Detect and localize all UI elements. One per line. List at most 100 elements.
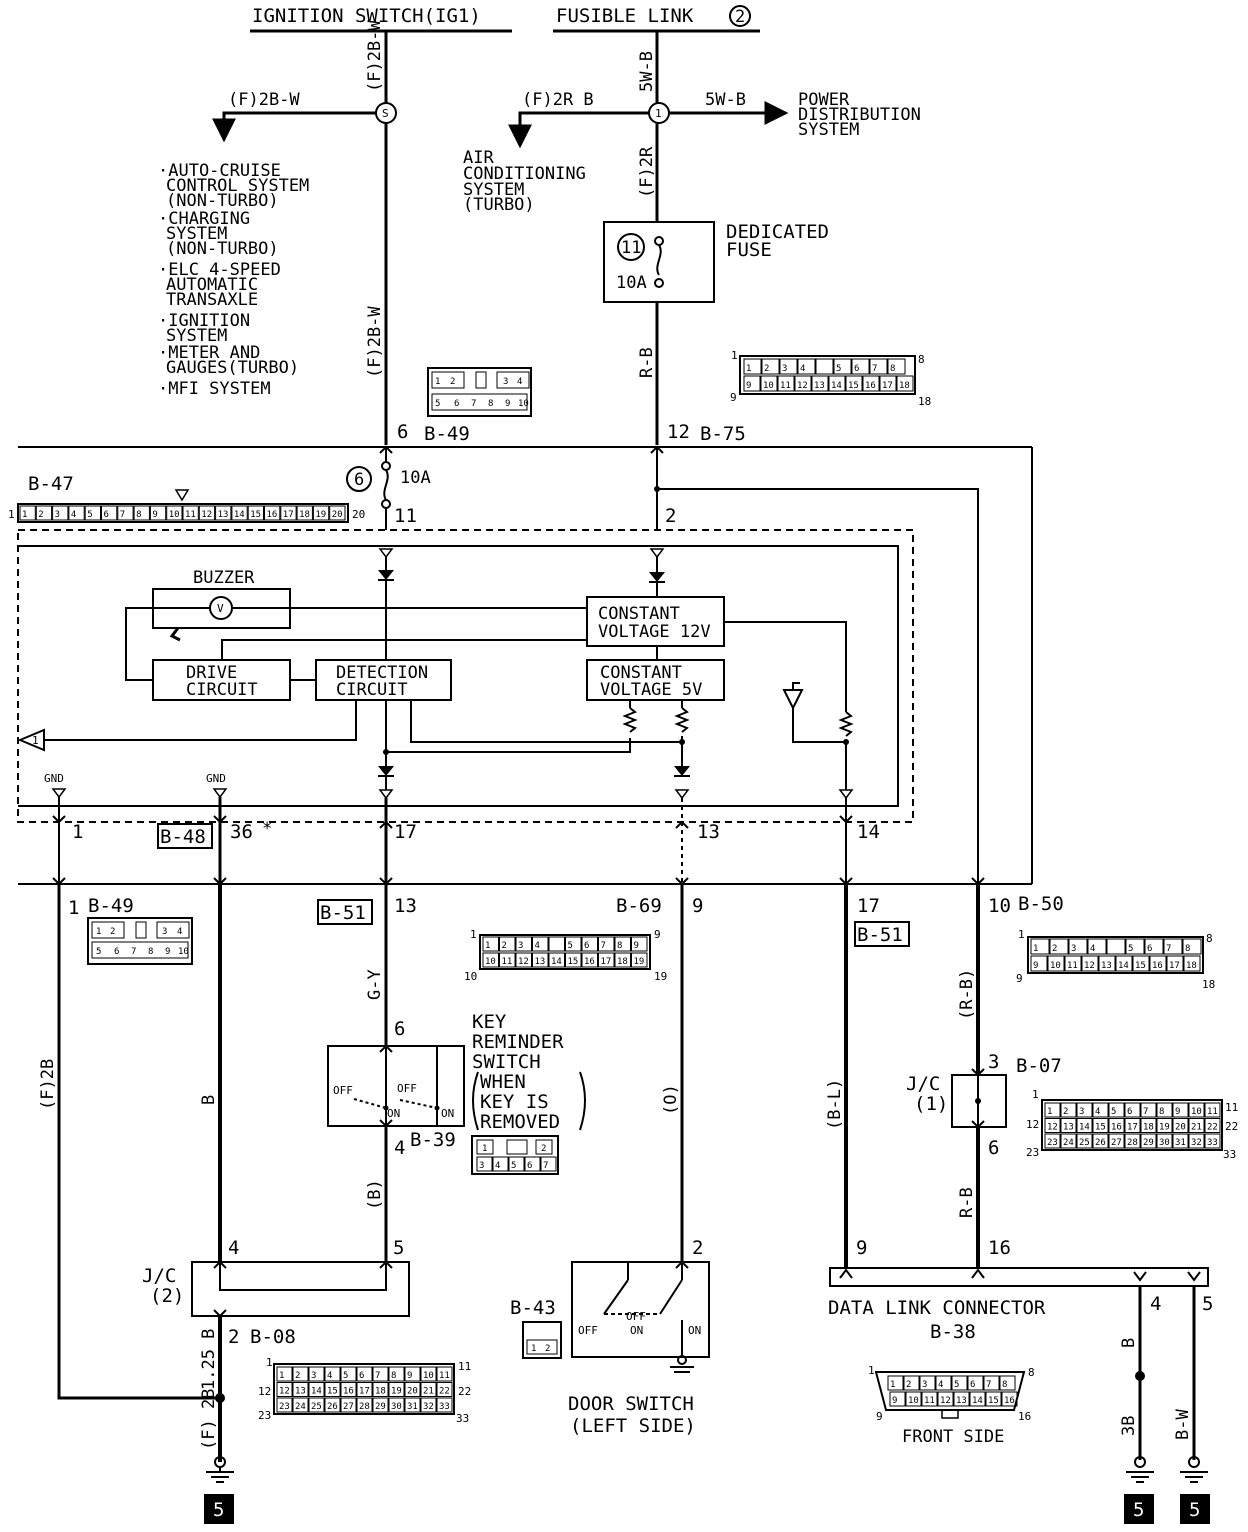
pin: 28 [359,1402,370,1412]
pin-cell [1125,938,1145,955]
pin-label: 1 [68,897,79,919]
pin-cell [264,505,281,521]
connector-crossing-mark [971,1068,985,1077]
pin-cell [52,505,69,521]
wire-label-fl-power: 5W-B [705,90,746,110]
pin: 6 [854,364,859,374]
key-label: SWITCH [472,1051,541,1073]
power-distribution-label: POWER DISTRIBUTION SYSTEM [798,90,921,140]
switch-off-label: OFF [333,1084,353,1097]
pin: 12 [1047,1123,1058,1133]
pin-cell [231,505,248,521]
pin-cell [999,1375,1016,1391]
connector-crossing-mark [213,815,227,824]
ac-line: AIR [463,148,494,168]
power-dist-line: SYSTEM [798,120,859,140]
pin: 14 [1118,961,1129,971]
pin-cell [1087,938,1107,955]
pin-cell [889,1391,906,1407]
pin-label: 36 [230,821,253,843]
pin-label: 10 [988,895,1011,917]
diode [378,766,394,776]
resistor-icon [674,707,690,733]
pin-cell [35,505,53,521]
pin: 11 [439,1371,450,1381]
wire-label-ig-top: (F)2B-W [365,20,385,92]
pin-cell [935,1375,952,1391]
pin-cell [1106,938,1126,955]
connector-b51-tag-2: B-51 [854,921,910,947]
pin: 4 [1090,944,1095,954]
terminal [378,548,394,559]
pin-cell [1140,1102,1157,1118]
pin: 8 [391,1371,396,1381]
pin-cell [1156,1118,1173,1133]
pin: 30 [391,1402,402,1412]
pin: 17 [1169,961,1180,971]
pin-cell [1098,955,1116,972]
ground-right-1: 5 [1124,1456,1154,1524]
connector-crossing-mark [213,1260,227,1269]
pin-corner: 1 [731,349,738,362]
pin: 7 [131,947,136,957]
pin: 25 [1079,1138,1090,1148]
pin: 3 [55,510,60,520]
pin: 8 [1185,944,1190,954]
pin: 26 [327,1402,338,1412]
pin: 4 [177,927,182,937]
pin: 4 [495,1161,500,1171]
pin: 2 [906,1380,911,1390]
pin: 17 [1127,1123,1138,1133]
wire-to-b50 [657,488,979,884]
connector-crossing-mark [971,877,985,886]
pin-cell [324,1366,341,1382]
pin: 14 [972,1396,983,1406]
diode [649,572,665,582]
pin-cell [372,1397,389,1413]
buzzer-icon [209,596,233,620]
fusible-link-source: FUSIBLE LINK 2 [553,5,760,33]
pin: 1 [1033,944,1038,954]
pin-corner: 18 [1202,978,1215,991]
pin: 12 [279,1387,290,1397]
pin-cell [404,1397,421,1413]
connector-b49-top-pinout: 1 2 3 4 5 6 7 8 9 10 [427,367,532,417]
pin: 2 [1052,944,1057,954]
pin: 32 [423,1402,434,1412]
wire-label-rb-upper: (R-B) [957,969,977,1020]
connector-crossing-mark [379,445,393,454]
arrow-out-icon [17,728,45,752]
pin-cell [1124,1102,1141,1118]
pin: 29 [1143,1138,1154,1148]
pin: 8 [1159,1107,1164,1117]
wire [410,700,682,743]
load-item: TRANSAXLE [166,290,258,310]
resistor-icon [622,707,638,733]
pin-label: 13 [697,821,720,843]
pin-cell [296,505,313,521]
pin-label: 1 [72,821,83,843]
pin: 9 [505,399,510,409]
pin: 9 [1175,1107,1180,1117]
ground-left: 5 [204,1456,234,1524]
pin: 2 [764,364,769,374]
pin-cell [292,1397,309,1413]
pin-cell [1166,955,1184,972]
connector-crossing-mark [675,877,689,886]
pin: 16 [1152,961,1163,971]
detection-label2: CIRCUIT [336,680,408,700]
drive-circuit: DRIVE CIRCUIT [152,659,291,701]
wire-label-b125: 1.25 B [199,1329,219,1390]
pin-cell [276,1382,293,1397]
pin: 16 [584,957,595,967]
pin: 30 [1159,1138,1170,1148]
connector-crossing-mark [675,1260,689,1269]
pin: 9 [407,1371,412,1381]
pin-cell [937,1391,954,1407]
pin: 13 [956,1396,967,1406]
terminal [674,789,690,800]
pin-cell [515,952,532,968]
